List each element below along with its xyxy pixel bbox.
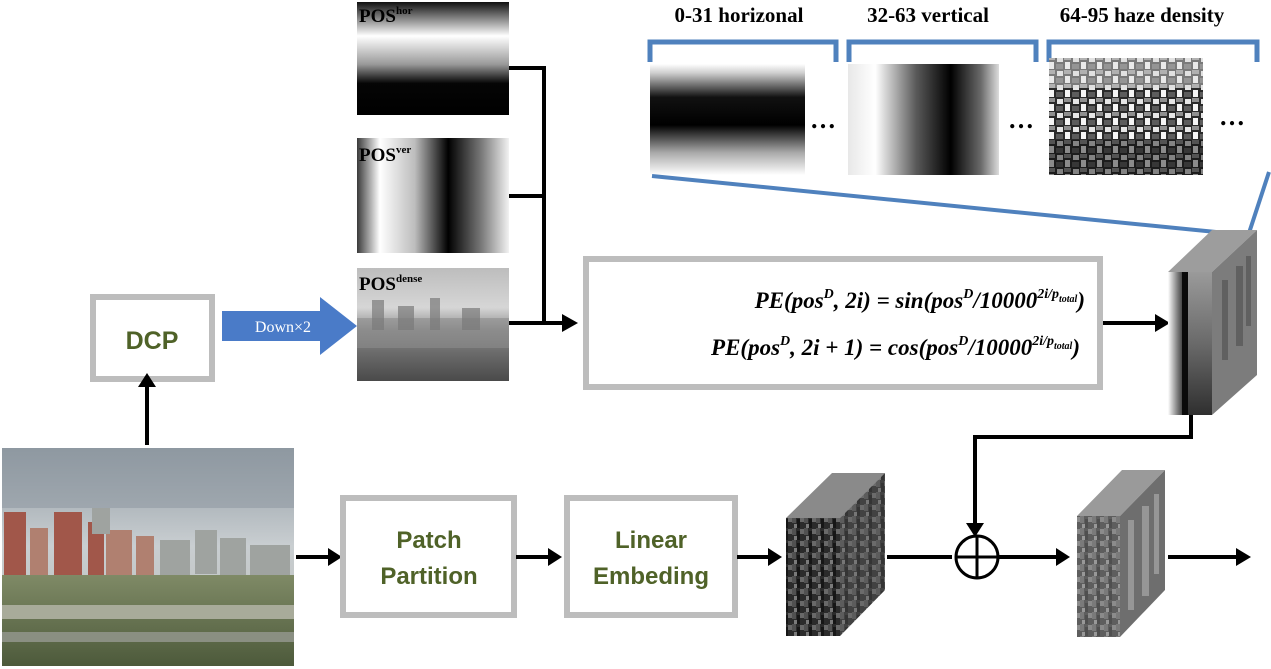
arrow-output-out-head [1236,548,1251,566]
pos-merge-lines [509,66,565,325]
linear-embedding-box [564,495,738,618]
arrow-stack-to-add-head [966,523,984,537]
downsample-label: Down×2 [255,319,311,336]
pos-hor-sup: hor [396,5,413,17]
horizontal-channel-map [650,64,805,175]
svg-text:POSver: POSver [359,144,411,166]
arrow-formula-to-stack-head [1155,314,1170,332]
pos-ver-sup: ver [396,144,411,156]
patch-partition-label-1: Patch [396,527,461,554]
pos-ver-base: POS [359,145,396,166]
output-feature-cube [1077,470,1165,637]
patch-partition-label-2: Partition [380,563,477,590]
positional-encoding-stack [1168,230,1257,415]
linear-embedding-label-2: Embeding [593,563,709,590]
formula-line-1: PE(posD, 2i) = sin(posD/100002i/ptotal) [754,287,1085,313]
haze-density-channel-map [1049,58,1203,175]
arrow-linear-to-embed-head [768,548,782,566]
pos-dense-map: POSdense [357,268,509,381]
arrow-stack-to-add [973,415,1193,525]
svg-text:POSdense: POSdense [359,273,422,295]
group-brackets [647,39,1260,62]
group-label-horizonal: 0-31 horizonal [675,3,804,27]
arrow-image-to-dcp-head [138,373,156,387]
hazy-input-image [2,448,294,666]
group-label-vertical: 32-63 vertical [867,3,989,27]
formula-box [583,256,1103,390]
pos-dense-base: POS [359,274,396,295]
linear-embedding-label-1: Linear [615,527,687,554]
patch-partition-box [340,495,517,618]
embedded-feature-cube [786,473,885,636]
arrow-patch-to-linear-head [548,548,562,566]
dcp-box [90,294,215,382]
downsample-arrow [222,297,357,355]
arrow-image-to-patch-head [328,548,342,566]
vertical-channel-map [848,64,999,175]
arrow-to-formula-head [562,314,578,332]
ellipsis-vertical: … [1008,105,1034,134]
pos-hor-base: POS [359,6,396,27]
formula-line-2: PE(posD, 2i + 1) = cos(posD/100002i/ptot… [710,334,1080,360]
arrow-add-to-output-head [1056,548,1070,566]
pos-ver-map: POSver [357,138,509,253]
zoom-projection-lines [651,171,1271,237]
pos-dense-sup: dense [396,273,422,285]
pos-hor-map: POShor [357,2,509,115]
group-label-haze-density: 64-95 haze density [1060,3,1225,27]
ellipsis-horizonal: … [810,105,836,134]
svg-text:POShor: POShor [359,5,413,27]
ellipsis-haze: … [1219,102,1245,131]
dcp-label: DCP [126,327,179,355]
add-operator-icon [954,534,1000,580]
